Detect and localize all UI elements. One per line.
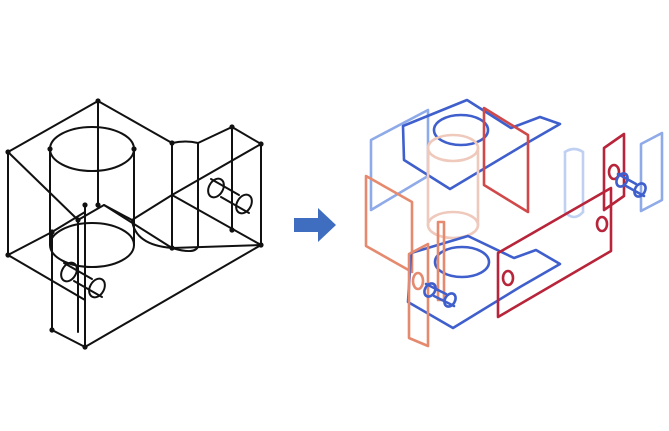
arrow-right-icon — [294, 208, 336, 242]
wireframe-right-hole — [207, 177, 253, 215]
face-right-narrow-hole — [607, 163, 621, 181]
face-right-pin — [615, 172, 647, 198]
wireframe-part — [5, 98, 264, 350]
face-front-left — [364, 174, 414, 274]
face-lower-left-hole — [411, 271, 425, 291]
face-front-large-hole-1 — [501, 269, 515, 287]
wireframe-vertices — [5, 98, 264, 350]
face-inner-cylinder — [426, 133, 480, 240]
face-lower-pin — [423, 282, 457, 308]
face-bottom-hole — [433, 245, 491, 279]
wireframe-left-hole — [60, 261, 106, 299]
face-top — [401, 98, 562, 191]
face-back-vertical — [482, 106, 530, 214]
face-front-large — [496, 186, 613, 319]
face-front-large-hole-2 — [595, 215, 609, 233]
wireframe-vertical-cylinder — [49, 126, 135, 268]
face-top-hole — [432, 113, 490, 147]
face-far-right — [639, 131, 664, 213]
face-lower-left — [407, 242, 430, 348]
exploded-faces — [364, 98, 664, 348]
face-thin-strip — [436, 220, 446, 302]
face-bottom — [406, 234, 562, 330]
face-right-narrow — [602, 132, 626, 212]
wireframe-bottom-face — [7, 194, 262, 348]
